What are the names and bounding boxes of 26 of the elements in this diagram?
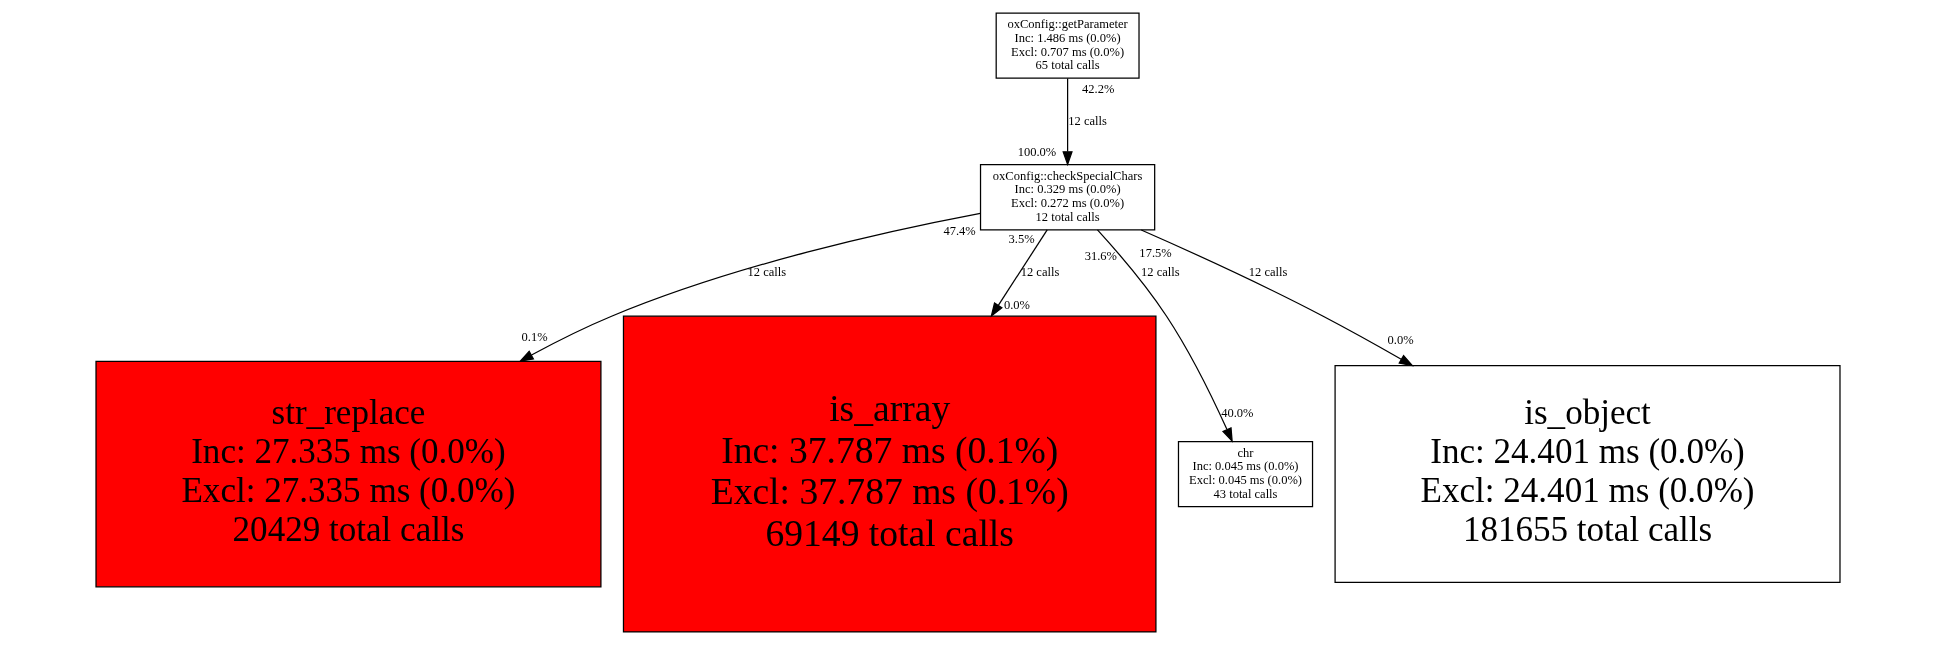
label: 100.0% bbox=[1017, 145, 1057, 160]
edge-label: 12 calls bbox=[1248, 265, 1288, 280]
arrow bbox=[990, 229, 1048, 318]
edge-label: 12 calls bbox=[1068, 113, 1107, 128]
label: 17.5% bbox=[1139, 245, 1172, 260]
label: 47.4% bbox=[943, 223, 976, 238]
label: 40.0% bbox=[1221, 406, 1254, 421]
arrow bbox=[518, 212, 981, 363]
node-box: oxConfig::checkSpecialChars Inc: 0.329 ms (0.0%) Excl: 0.272 ms (0.0%) 12 total calls bbox=[979, 164, 1156, 231]
node-box: is_object Inc: 24.401 ms (0.0%) Excl: 24.401 ms (0.0%) 181655 total calls bbox=[1334, 365, 1841, 584]
node-box: is_array Inc: 37.787 ms (0.1%) Excl: 37.787 ms (0.1%) 69149 total calls bbox=[622, 315, 1157, 633]
label: 42.2% bbox=[1082, 81, 1115, 96]
arrow bbox=[1062, 77, 1073, 167]
arrow bbox=[1096, 229, 1233, 443]
label: 0.0% bbox=[1387, 332, 1414, 347]
node-box: str_replace Inc: 27.335 ms (0.0%) Excl: 27.335 ms (0.0%) 20429 total calls bbox=[95, 360, 602, 588]
label: 0.0% bbox=[1003, 297, 1030, 312]
edge-label: 12 calls bbox=[747, 265, 787, 280]
node-box: oxConfig::getParameter Inc: 1.486 ms (0.0%) Excl: 0.707 ms (0.0%) 65 total calls bbox=[995, 12, 1140, 79]
edge-label: 12 calls bbox=[1020, 265, 1060, 280]
label: 0.1% bbox=[521, 329, 548, 344]
label: 31.6% bbox=[1084, 249, 1118, 264]
label: 3.5% bbox=[1008, 232, 1035, 247]
node-box: chr Inc: 0.045 ms (0.0%) Excl: 0.045 ms (0.0%) 43 total calls bbox=[1177, 440, 1314, 508]
edge-label: 12 calls bbox=[1141, 265, 1180, 280]
arrow bbox=[1140, 229, 1414, 367]
